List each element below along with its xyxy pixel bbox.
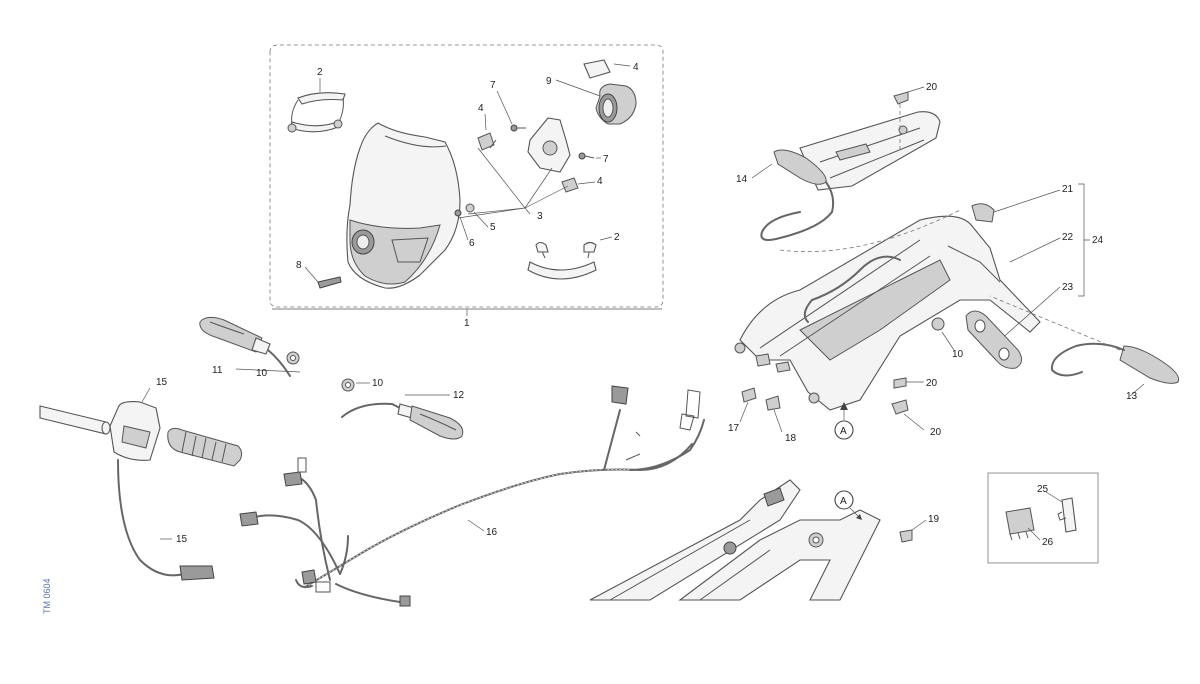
kit-boundary: [269, 44, 664, 308]
label-16: 16: [486, 527, 498, 538]
main-frame: [589, 479, 881, 601]
label-1: 1: [464, 318, 470, 329]
label-11: 11: [212, 365, 223, 376]
label-26: 26: [1042, 537, 1054, 548]
label-4c: 4: [633, 62, 639, 73]
label-20c: 20: [930, 427, 942, 438]
label-8: 8: [296, 260, 302, 271]
label-3: 3: [537, 211, 543, 222]
rear-indicator-right: [1050, 342, 1180, 397]
clamp-bottom: [527, 236, 613, 280]
label-23: 23: [1062, 282, 1074, 293]
wiring-harness: [239, 385, 705, 607]
label-15a: 15: [156, 377, 168, 388]
label-12: 12: [453, 390, 465, 401]
label-20a: 20: [926, 82, 938, 93]
headlight-fairing: [304, 122, 461, 289]
marker-a-lower-text: A: [840, 496, 847, 507]
handlebar-switch: [39, 387, 243, 581]
license-plate-bracket: [965, 310, 1022, 369]
label-6: 6: [469, 238, 475, 249]
label-19: 19: [928, 514, 940, 525]
label-21: 21: [1062, 184, 1074, 195]
label-2a: 2: [317, 67, 323, 78]
bulb-socket: [555, 59, 637, 125]
front-indicator-right: [341, 378, 464, 440]
label-15b: 15: [176, 534, 188, 545]
washer-20-mid: [893, 377, 907, 389]
bracket-24: [1078, 183, 1090, 297]
washer-18: [765, 395, 781, 411]
tail-light-cover: [971, 189, 1061, 223]
kit-bracket: [272, 308, 662, 316]
bolt-20-top: [893, 91, 909, 105]
label-9: 9: [546, 76, 552, 87]
label-14: 14: [736, 174, 748, 185]
nut-19: [899, 529, 913, 543]
rear-indicator-left: [751, 149, 835, 241]
label-18: 18: [785, 433, 797, 444]
front-indicator-left: [199, 316, 301, 377]
label-25: 25: [1037, 484, 1049, 495]
label-17: 17: [728, 423, 740, 434]
marker-a-upper-text: A: [840, 426, 847, 437]
label-22: 22: [1062, 232, 1074, 243]
relay-box-group: [987, 472, 1099, 564]
label-4a: 4: [478, 103, 484, 114]
label-2b: 2: [614, 232, 620, 243]
label-7a: 7: [490, 80, 496, 91]
label-5: 5: [490, 222, 496, 233]
clamp-top: [287, 78, 346, 133]
label-4b: 4: [597, 176, 603, 187]
label-10a: 10: [256, 368, 268, 379]
reference-marker-a-lower: A: [834, 490, 862, 520]
headlight-bracket: [454, 117, 595, 219]
label-24: 24: [1092, 235, 1104, 246]
label-10b: 10: [372, 378, 384, 389]
reference-marker-a-upper: A: [834, 402, 854, 440]
label-7b: 7: [603, 154, 609, 165]
label-10c: 10: [952, 349, 964, 360]
headlight-kit-group: 1: [269, 44, 664, 329]
document-code: TM 0604: [42, 578, 52, 614]
label-13: 13: [1126, 391, 1138, 402]
rear-rack: [799, 104, 941, 191]
label-20b: 20: [926, 378, 938, 389]
mudguard-subframe: [734, 209, 1041, 411]
nut-20-low: [891, 399, 909, 415]
bolt-17: [741, 387, 757, 403]
grommet-10-rear: [931, 317, 955, 351]
